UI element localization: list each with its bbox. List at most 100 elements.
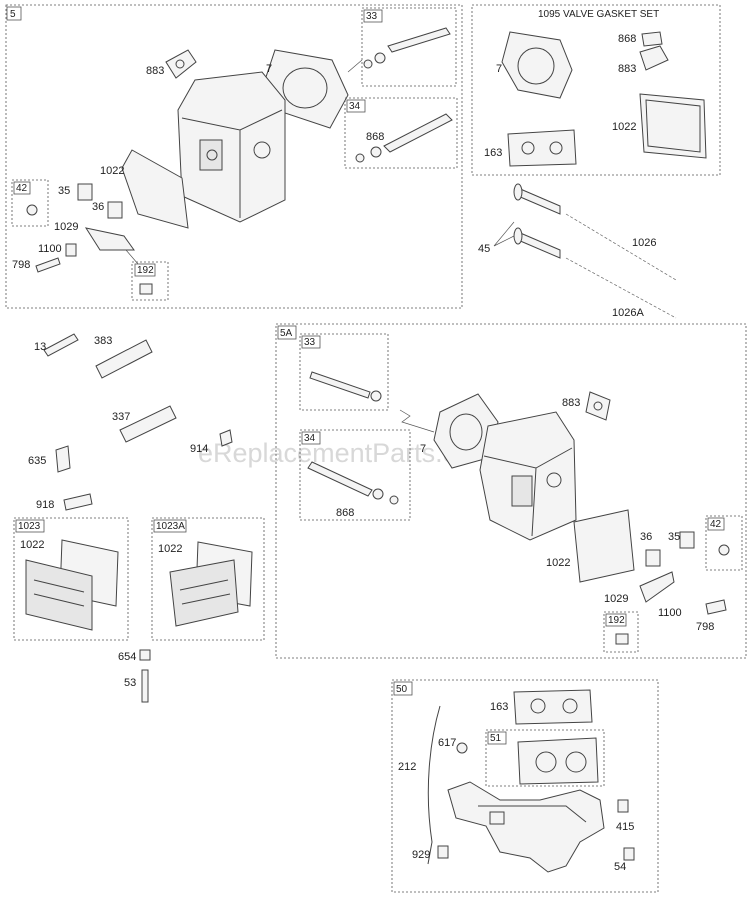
intake-gasket-163-b [513, 689, 593, 725]
label-13: 13 [34, 341, 46, 353]
screw-54 [623, 847, 635, 861]
label-7-c: 7 [420, 443, 426, 455]
plug-918 [63, 493, 93, 511]
label-163-a: 163 [484, 147, 502, 159]
part-42-a [26, 204, 38, 216]
bolt-929 [437, 845, 449, 859]
label-883-b: 883 [618, 63, 636, 75]
valve-spring-36-b [645, 549, 661, 567]
push-rod-1026a [565, 257, 677, 319]
label-383: 383 [94, 335, 112, 347]
label-654: 654 [118, 651, 136, 663]
fuel-line-212 [427, 705, 441, 865]
fitting-415 [617, 799, 629, 813]
label-929: 929 [412, 849, 430, 861]
label-54: 54 [614, 861, 626, 873]
label-868-a: 868 [366, 131, 384, 143]
label-868-b: 868 [618, 33, 636, 45]
group-5a-box [275, 323, 747, 659]
group-34-label-b: 34 [304, 433, 316, 444]
rocker-pivot-1100 [65, 243, 77, 257]
valve-spring-35-b [679, 531, 695, 549]
label-35-a: 35 [58, 185, 70, 197]
label-415: 415 [616, 821, 634, 833]
seal-868-set [641, 31, 663, 47]
group-51-box [485, 729, 605, 787]
head-gasket-7-set [501, 31, 573, 99]
valve-cover-gasket-1022-set [639, 93, 707, 159]
group-33-box-b [299, 333, 389, 411]
adapter-51 [517, 737, 599, 785]
label-1022-e: 1022 [546, 557, 570, 569]
bolt-798-b [705, 599, 727, 615]
part-42-b [718, 544, 730, 556]
label-798-a: 798 [12, 259, 30, 271]
stud-13 [43, 333, 79, 357]
valve-cover-1023 [25, 559, 93, 631]
part-192-b [615, 633, 629, 645]
label-7-b: 7 [496, 63, 502, 75]
group-192-label-a: 192 [137, 265, 154, 276]
label-36-a: 36 [92, 201, 104, 213]
label-1022-b: 1022 [612, 121, 636, 133]
group-42-label-a: 42 [16, 183, 28, 194]
breather-383 [95, 339, 153, 379]
group-50-label: 50 [396, 684, 408, 695]
gasket-883-set [639, 45, 669, 71]
label-1022-a: 1022 [100, 165, 124, 177]
tappet-45-a [517, 187, 561, 215]
group-5-label: 5 [10, 9, 16, 20]
exhaust-valve-34 [383, 113, 453, 153]
group-1023a-box [151, 517, 265, 641]
group-33-label-a: 33 [366, 11, 378, 22]
intake-valve-33-b [309, 371, 371, 399]
label-1022-d: 1022 [158, 543, 182, 555]
group-5a-label: 5A [280, 328, 293, 339]
rocker-arm-1029-b [639, 571, 675, 603]
exhaust-valve-34-b [307, 461, 373, 497]
label-635: 635 [28, 455, 46, 467]
group-42-box-a [11, 179, 49, 227]
group-192-box-b [603, 611, 639, 653]
exhaust-gasket-883 [165, 49, 197, 79]
group-34-label-a: 34 [349, 101, 361, 112]
label-914: 914 [190, 443, 208, 455]
valve-cover-gasket-1022-b [573, 509, 635, 583]
group-5-tag [6, 6, 22, 21]
clamp-617 [456, 742, 468, 754]
group-1023-label: 1023 [18, 521, 41, 532]
intake-gasket-163-set [507, 129, 577, 167]
label-35-b: 35 [668, 531, 680, 543]
spark-plug-337 [119, 405, 177, 443]
label-868-c: 868 [336, 507, 354, 519]
label-1029-b: 1029 [604, 593, 628, 605]
rocker-arm-1029 [84, 227, 135, 251]
group-33-box-a [361, 7, 457, 87]
label-1026a: 1026A [612, 307, 644, 319]
group-1023a-label: 1023A [156, 521, 185, 532]
group-192-label-b: 192 [608, 615, 625, 626]
label-163-b: 163 [490, 701, 508, 713]
group-34-box-a [344, 97, 458, 169]
valve-cover-gasket-1022 [121, 149, 189, 229]
label-617: 617 [438, 737, 456, 749]
valve-gasket-set-title: 1095 VALVE GASKET SET [538, 9, 659, 20]
group-50-box [391, 679, 659, 893]
intake-valve-33 [387, 27, 451, 53]
label-798-b: 798 [696, 621, 714, 633]
stud-53 [141, 669, 149, 703]
group-51-label: 51 [490, 733, 502, 744]
valve-cover-1023a [169, 559, 239, 627]
label-36-b: 36 [640, 531, 652, 543]
group-5-box [5, 4, 463, 309]
label-337: 337 [112, 411, 130, 423]
tappet-45-b [517, 231, 561, 259]
push-rod-1026 [565, 213, 677, 281]
group-192-box-a [131, 261, 169, 301]
cylinder-head [177, 71, 286, 223]
label-212: 212 [398, 761, 416, 773]
label-1026: 1026 [632, 237, 656, 249]
label-1100-b: 1100 [658, 607, 682, 619]
label-1100-a: 1100 [38, 243, 62, 255]
